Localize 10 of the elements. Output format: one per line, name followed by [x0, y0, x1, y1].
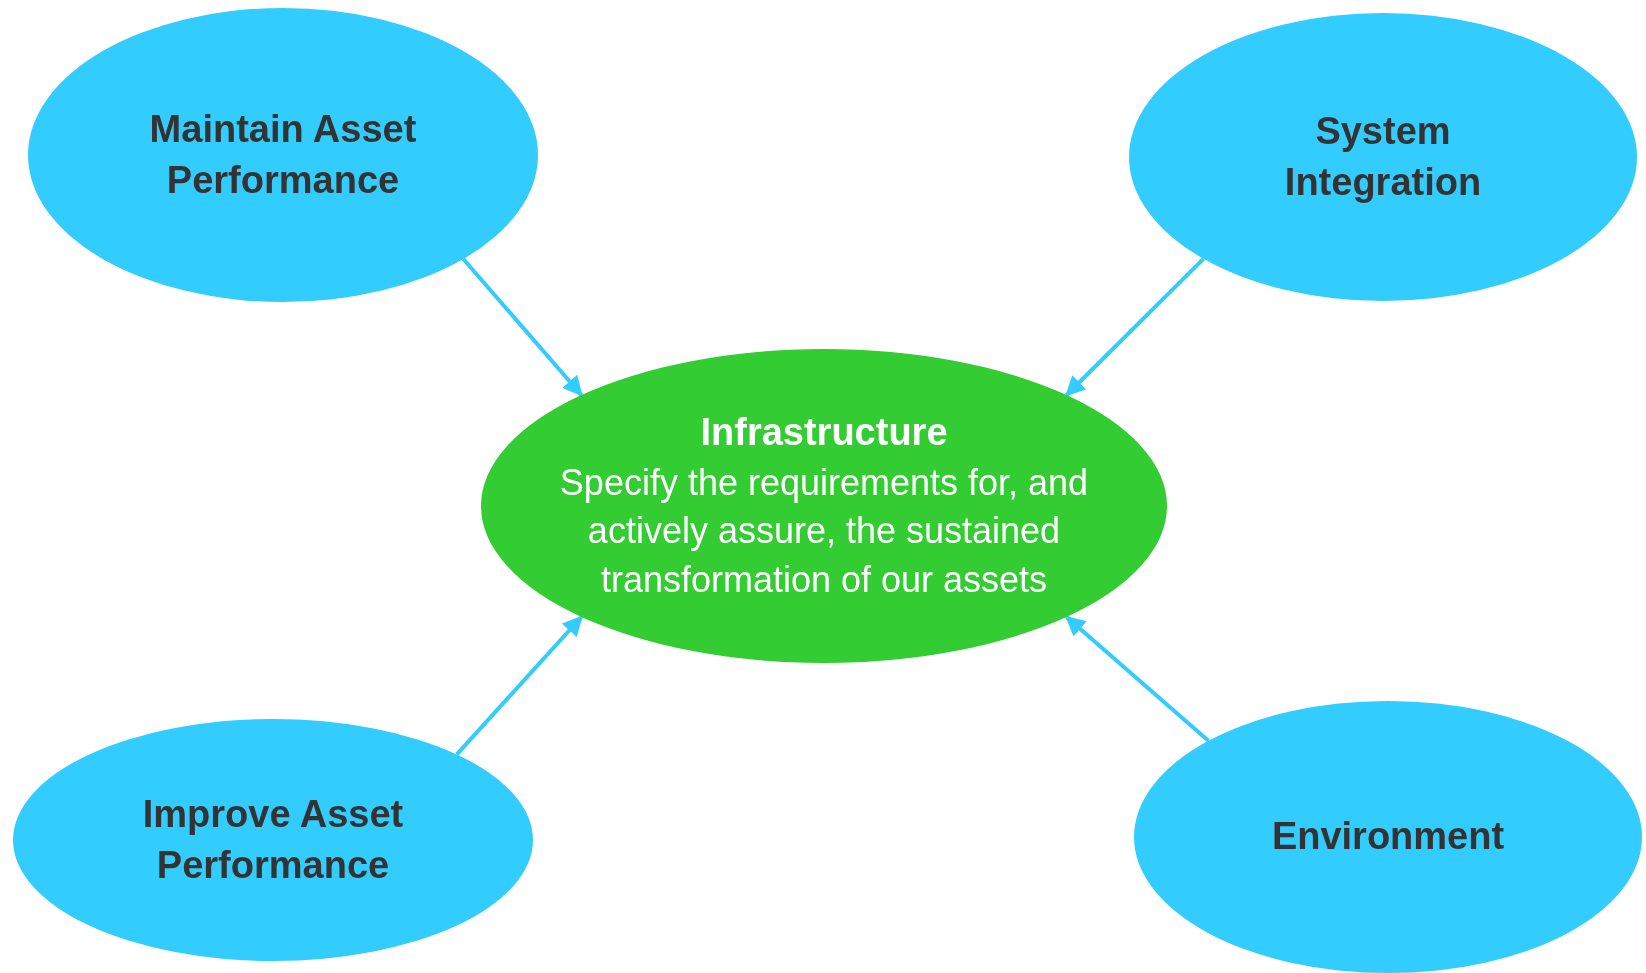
node-title: Maintain Asset Performance — [148, 106, 418, 203]
arrow — [455, 615, 583, 756]
arrow — [461, 257, 583, 397]
node-description: Specify the requirements for, and actively assure, the sustained transformation of our assets — [558, 460, 1090, 602]
arrow — [1065, 257, 1205, 397]
node-title: System Integration — [1283, 108, 1483, 205]
node-title: Environment — [1271, 814, 1505, 860]
node-title: Improve Asset Performance — [141, 791, 405, 888]
arrow — [1065, 615, 1210, 743]
node-title: Infrastructure — [700, 410, 948, 456]
